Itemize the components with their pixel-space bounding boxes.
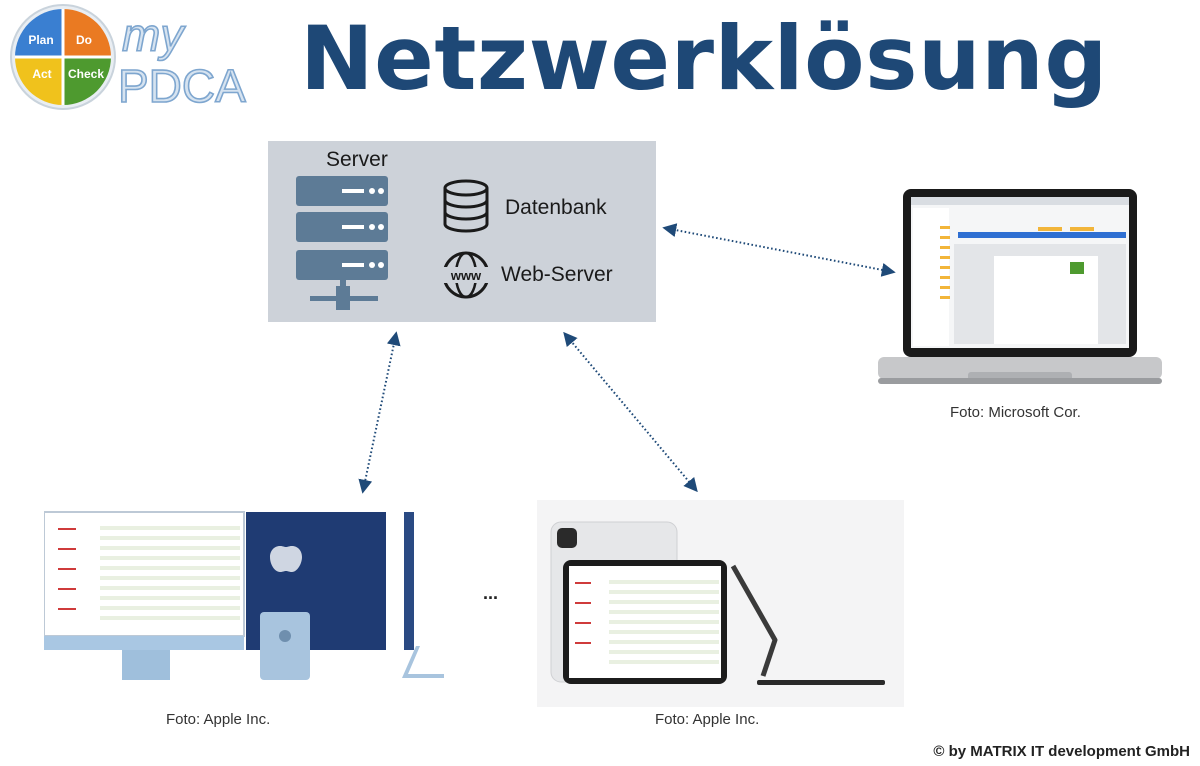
plan-label: Plan (28, 33, 53, 47)
check-label: Check (68, 67, 104, 81)
svg-text:www: www (450, 268, 482, 283)
database-icon (443, 179, 489, 233)
do-quadrant (63, 9, 111, 57)
imac-caption: Foto: Apple Inc. (166, 711, 271, 728)
datenbank-label: Datenbank (505, 196, 607, 219)
ellipsis: ... (483, 583, 499, 603)
server-label: Server (326, 148, 388, 171)
plan-quadrant (15, 9, 63, 57)
act-quadrant (15, 57, 63, 105)
do-label: Do (76, 33, 92, 47)
page-title: Netzwerklösung (300, 7, 1108, 110)
check-quadrant (63, 57, 111, 105)
apple-logo-icon (270, 546, 302, 572)
imac-image (44, 511, 444, 680)
brand-pdca: PDCA (118, 60, 246, 110)
laptop-caption: Foto: Microsoft Cor. (950, 404, 1081, 421)
server-rack-icon (296, 176, 388, 310)
brand-my: my (122, 9, 186, 61)
ipad-image (550, 521, 885, 685)
act-label: Act (32, 67, 51, 81)
arrow-server-imac (358, 331, 401, 494)
ipad-caption: Foto: Apple Inc. (655, 711, 760, 728)
arrow-server-laptop (662, 223, 896, 277)
web-server-label: Web-Server (501, 263, 613, 286)
laptop-image (878, 189, 1162, 384)
globe-www-icon: www (442, 251, 490, 299)
mypdca-logo: Plan Do Act Check my PDCA (10, 4, 247, 110)
copyright: © by MATRIX IT development GmbH (933, 743, 1190, 760)
arrow-server-ipad (563, 331, 698, 493)
